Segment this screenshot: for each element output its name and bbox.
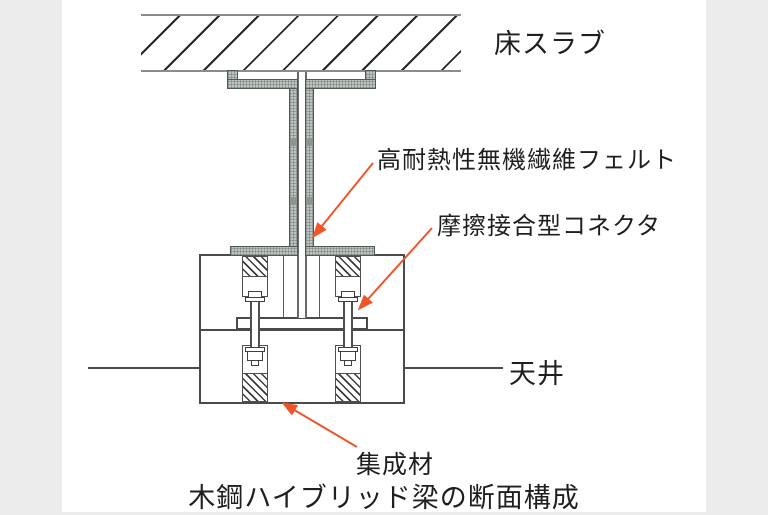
connector-label: 摩擦接合型コネクタ bbox=[437, 212, 662, 240]
felt-flare-left bbox=[230, 246, 298, 256]
bolt-shank bbox=[343, 301, 353, 348]
bore-hatch-bottom bbox=[335, 373, 361, 402]
felt-splice-band bbox=[306, 197, 313, 204]
felt-splice-band bbox=[290, 197, 297, 204]
ceiling-line-right bbox=[405, 367, 503, 369]
felt-top-strip-left bbox=[227, 79, 298, 89]
felt-splice-band bbox=[306, 139, 313, 146]
bolt-tip bbox=[344, 360, 352, 366]
timber-joint-line bbox=[199, 329, 405, 331]
bolt-shank bbox=[250, 301, 260, 348]
bore-hatch-top bbox=[335, 256, 361, 277]
connector-bolt-left bbox=[242, 256, 268, 402]
glulam-label: 集成材 bbox=[356, 450, 435, 479]
ceiling-line-left bbox=[88, 367, 199, 369]
bore-hatch-bottom bbox=[242, 373, 268, 402]
felt-flare-right bbox=[305, 246, 375, 256]
connector-bolt-right bbox=[335, 256, 361, 402]
steel-bottom-flange bbox=[236, 317, 368, 330]
floor-slab bbox=[141, 14, 461, 72]
floor-slab-label: 床スラブ bbox=[494, 29, 606, 60]
felt-web-left bbox=[289, 83, 298, 248]
washer-top bbox=[338, 297, 358, 302]
washer-top bbox=[245, 297, 265, 302]
felt-top-strip-right bbox=[305, 79, 376, 89]
felt-web-right bbox=[305, 83, 314, 248]
figure-caption: 木鋼ハイブリッド梁の断面構成 bbox=[188, 483, 580, 514]
felt-label: 高耐熱性無機繊維フェルト bbox=[377, 146, 677, 174]
felt-splice-band bbox=[290, 139, 297, 146]
bolt-tip bbox=[251, 360, 259, 366]
bore-hatch-top bbox=[242, 256, 268, 277]
ceiling-label: 天井 bbox=[509, 359, 565, 390]
